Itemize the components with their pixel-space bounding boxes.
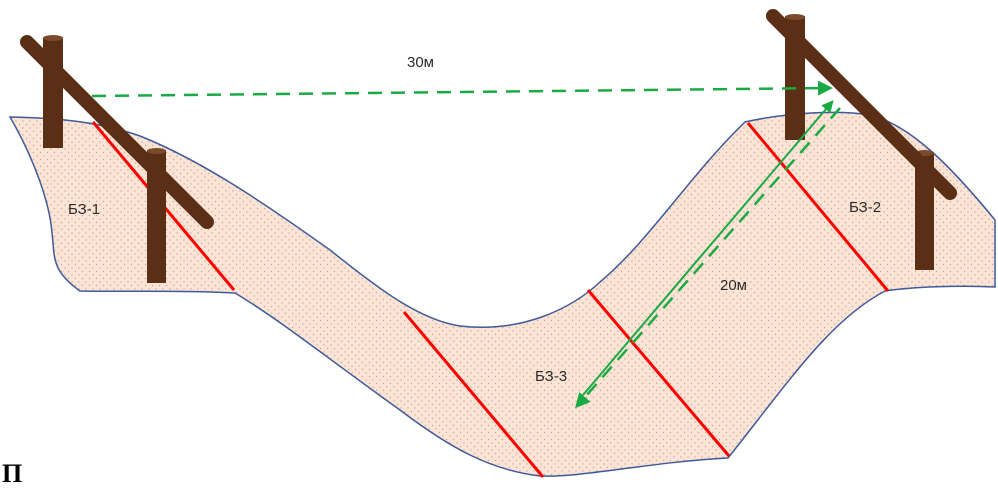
ravine-ground [8,111,996,477]
right-stake-crossbar [766,9,957,200]
section-line-middle [402,311,545,478]
slope-solid-arrow [582,100,834,396]
label-left-bank-zone: БЗ-1 [68,201,100,218]
right-stakes [766,9,957,270]
cut-off-heading-text: П [2,461,22,483]
label-right-bank-zone: БЗ-2 [849,199,881,216]
section-line-bottom-right [586,289,731,457]
measure-lines [91,80,841,409]
label-top-distance: 30м [407,54,434,71]
left-stake-crossbar [20,35,214,229]
label-bottom-zone: БЗ-3 [535,368,567,385]
label-slope-distance: 20м [720,277,747,294]
section-line-right [746,122,890,292]
section-lines [91,121,890,478]
horizontal-distance-arrow [91,80,833,98]
left-stakes [20,35,214,283]
slope-dashed-arrow [575,107,841,409]
